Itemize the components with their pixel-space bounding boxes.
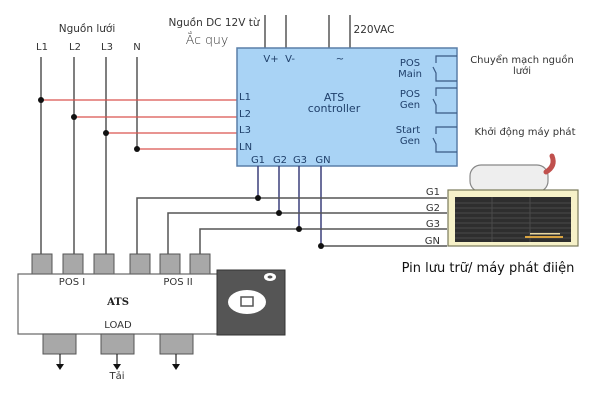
gen-line-g2: G2: [426, 203, 440, 214]
load-terminal-1: [42, 333, 77, 355]
generator-caption: Pin lưu trữ/ máy phát điiện: [402, 261, 575, 276]
arrow-down-icon: [172, 364, 180, 370]
terminal-pos2-g2: [159, 253, 181, 275]
terminal-ln: LN: [239, 142, 252, 153]
terminal-pos2-g3: [189, 253, 211, 275]
gen-line-g3: G3: [426, 219, 440, 230]
relay-pos-gen-line1: POS: [400, 89, 420, 100]
controller-title: ATS: [324, 91, 344, 104]
generator-grille: [455, 197, 571, 242]
junction-dot: [255, 195, 261, 201]
junction-dot: [276, 210, 282, 216]
relay-pos-main-line1: POS: [400, 58, 420, 69]
phase-label-n: N: [133, 42, 140, 53]
start-generator-annotation: Khởi động máy phát: [474, 126, 575, 138]
junction-dot: [296, 226, 302, 232]
phase-label-l1: L1: [36, 42, 48, 53]
phase-label-l2: L2: [69, 42, 81, 53]
gen-line-gn: GN: [425, 236, 440, 247]
terminal-l1: L1: [239, 92, 251, 103]
relay-contacts: [432, 55, 457, 153]
load-label: LOAD: [104, 320, 132, 331]
relay-pos-gen-line2: Gen: [400, 100, 420, 111]
terminal-g1: G1: [251, 155, 265, 166]
load-terminal-3: [159, 333, 194, 355]
relay-start-gen-line1: Start: [396, 125, 421, 136]
ac-supply-label: 220VAC: [354, 24, 395, 36]
grid-source-label: Nguồn lưới: [59, 23, 116, 35]
phase-label-l3: L3: [101, 42, 113, 53]
fuel-tank: [469, 164, 549, 193]
terminal-ac: ~: [336, 54, 344, 65]
arrow-down-icon: [113, 364, 121, 370]
bus-g2: [167, 212, 447, 255]
relay-contact-pos-gen: [432, 87, 457, 114]
relay-pos-main-line2: Main: [398, 69, 422, 80]
relay-contact-pos-main: [432, 55, 457, 82]
junction-dot: [103, 130, 109, 136]
terminal-g3: G3: [293, 155, 307, 166]
controller-subtitle: controller: [308, 102, 361, 115]
dc-source-label: Nguồn DC 12V từ: [169, 17, 261, 29]
terminal-v-plus: V+: [263, 54, 278, 65]
junction-dot: [38, 97, 44, 103]
ats-controller-box: [236, 47, 458, 167]
junction-dot: [71, 114, 77, 120]
junction-dot: [318, 243, 324, 249]
terminal-pos1-l2: [62, 253, 84, 275]
terminal-g2: G2: [273, 155, 287, 166]
gen-line-g1: G1: [426, 187, 440, 198]
bus-g1: [136, 197, 447, 255]
battery-label: Ắc quy: [186, 31, 228, 47]
arrow-down-icon: [56, 364, 64, 370]
terminal-l2: L2: [239, 109, 251, 120]
grid-switch-annotation: Chuyển mạch nguồn: [470, 53, 574, 66]
grid-switch-annotation-2: lưới: [513, 65, 531, 77]
exhaust-pipe: [543, 153, 556, 175]
pos2-label: POS II: [163, 277, 192, 288]
terminal-v-minus: V-: [285, 54, 295, 65]
relay-contact-start-gen: [432, 126, 457, 153]
load-terminal-2: [100, 333, 135, 355]
terminal-pos1-l3: [93, 253, 115, 275]
terminal-gn: GN: [315, 155, 330, 166]
terminal-pos1-l1: [31, 253, 53, 275]
relay-start-gen-line2: Gen: [400, 136, 420, 147]
junction-dot: [134, 146, 140, 152]
pos1-label: POS I: [59, 277, 85, 288]
generator-icon: [447, 153, 579, 247]
load-caption: Tải: [108, 370, 124, 382]
ats-switch-title: ATS: [106, 297, 129, 308]
bus-g3: [199, 228, 447, 255]
terminal-l3: L3: [239, 125, 251, 136]
terminal-pos2-g1: [129, 253, 151, 275]
